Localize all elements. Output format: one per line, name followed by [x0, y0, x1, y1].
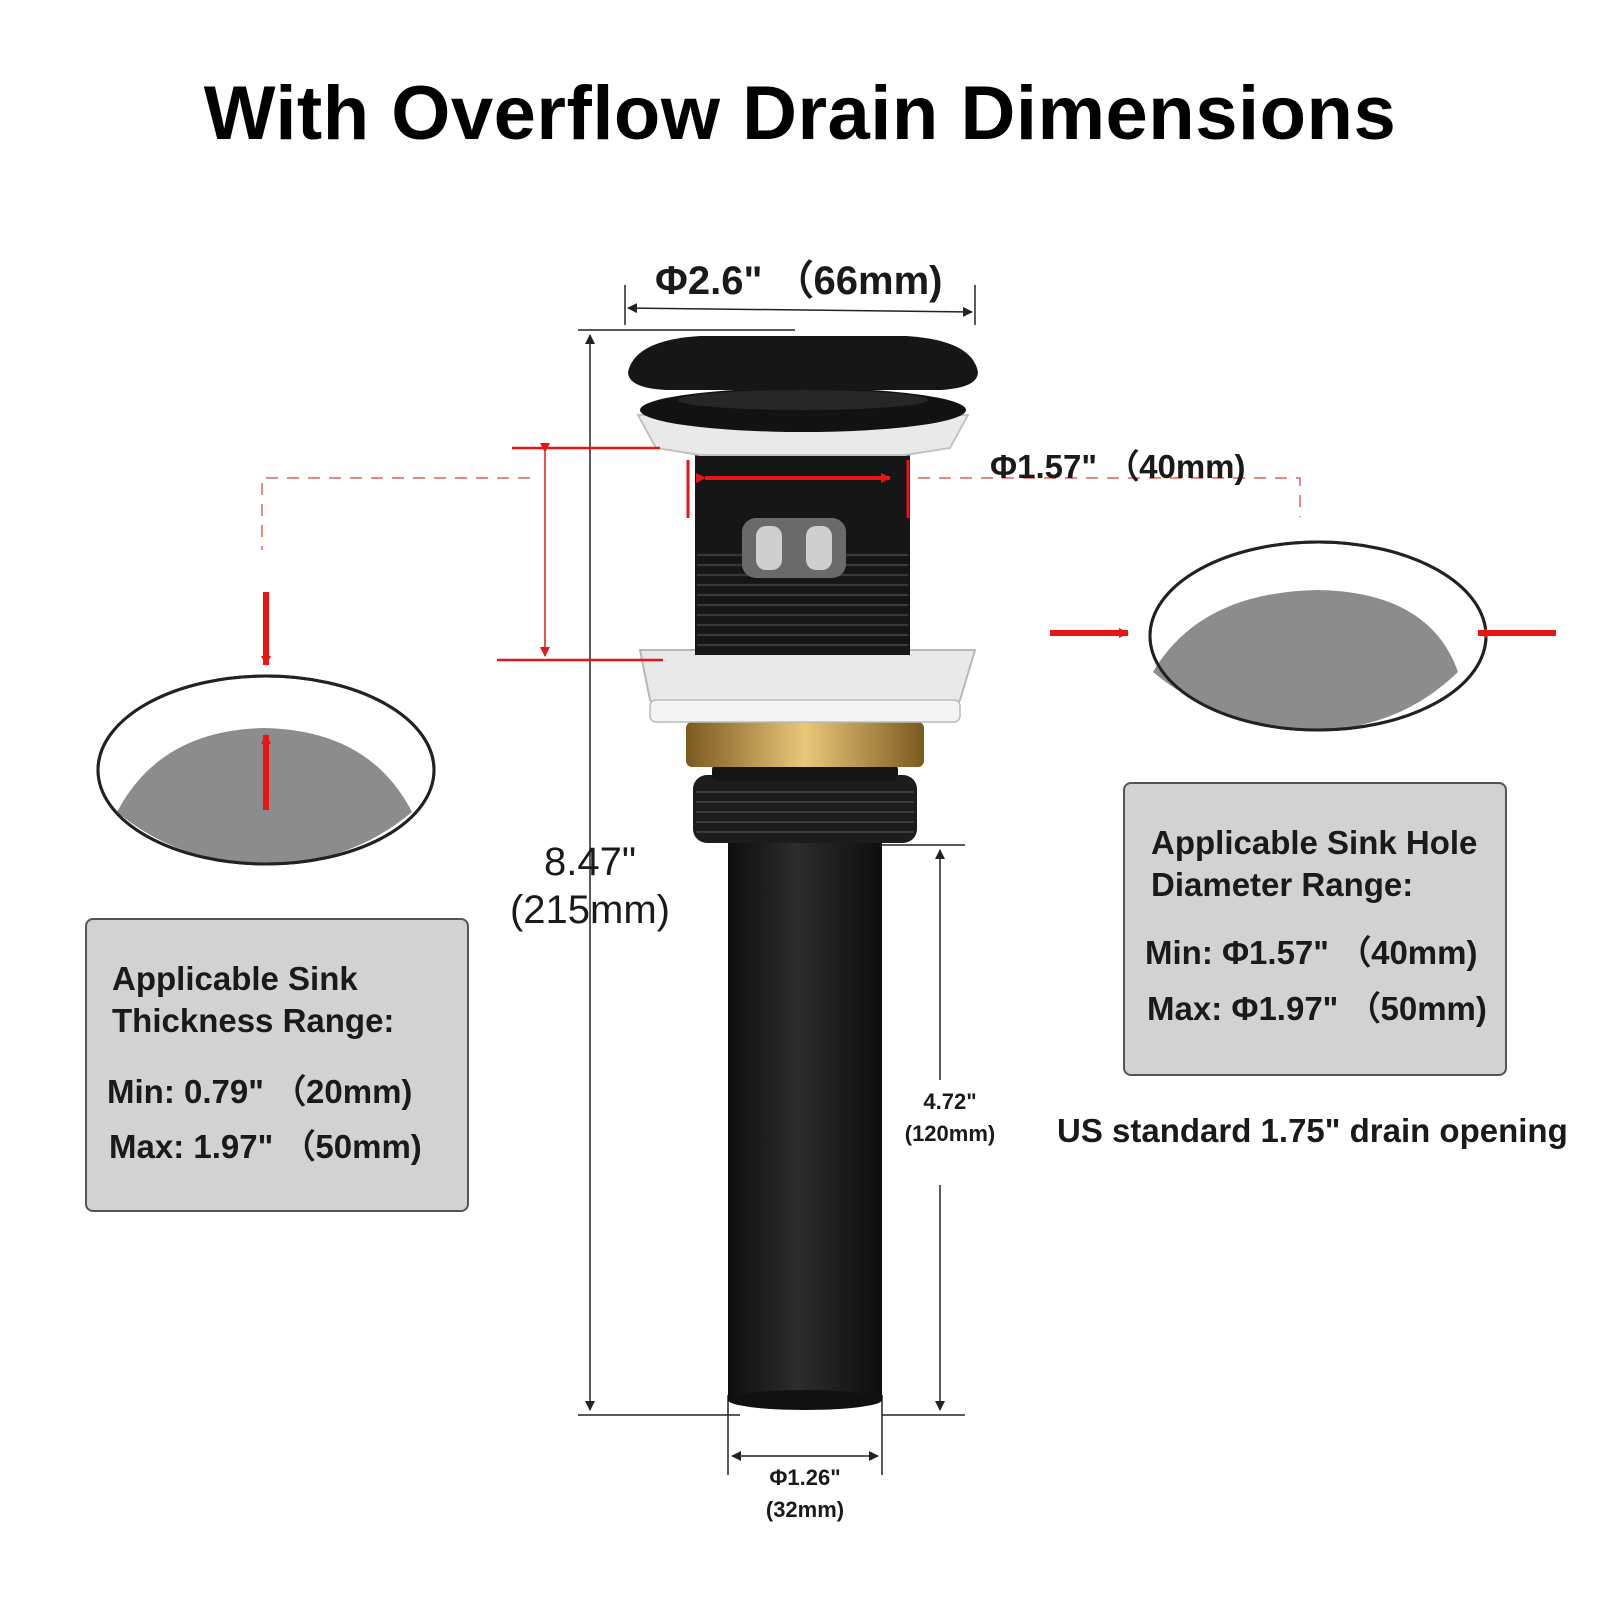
- drain-opening-note: US standard 1.75" drain opening: [1057, 1112, 1568, 1149]
- sink-thickness-illustration: [96, 592, 436, 866]
- hole-heading-line1: Applicable Sink Hole: [1151, 824, 1478, 861]
- hole-min: Min: Φ1.57" （40mm): [1145, 934, 1478, 971]
- thickness-min: Min: 0.79" （20mm): [107, 1073, 413, 1110]
- tail-length-inches: 4.72": [923, 1089, 977, 1114]
- thickness-heading-line1: Applicable Sink: [112, 960, 358, 997]
- sink-hole-illustration: [1050, 540, 1556, 732]
- cap-diameter-dimension: [624, 285, 976, 325]
- right-callout-dashed: [918, 477, 1301, 517]
- body-diameter-label: Φ1.57" （40mm): [990, 448, 1246, 485]
- total-height-mm: (215mm): [509, 888, 671, 932]
- thickness-range-dimension: [497, 443, 663, 662]
- hole-heading-line2: Diameter Range:: [1151, 866, 1414, 903]
- tail-diameter-inches: Φ1.26": [769, 1465, 841, 1490]
- cap-diameter-label: Φ2.6" （66mm): [655, 259, 943, 303]
- left-callout-dashed: [261, 477, 530, 550]
- tail-diameter-label: Φ1.26" (32mm): [750, 1462, 860, 1526]
- tail-diameter-mm: (32mm): [765, 1497, 845, 1522]
- tail-diameter-dimension: [727, 1395, 883, 1475]
- body-diameter-dimension: [686, 460, 910, 518]
- hole-max: Max: Φ1.97" （50mm): [1147, 990, 1487, 1027]
- tail-length-label: 4.72" (120mm): [895, 1086, 1005, 1150]
- tail-length-dimension: [882, 844, 965, 1416]
- thickness-max: Max: 1.97" （50mm): [109, 1128, 422, 1165]
- total-height-dimension: [578, 329, 795, 1416]
- sink-thickness-box: Applicable Sink Thickness Range: Min: 0.…: [85, 918, 469, 1212]
- tail-length-mm: (120mm): [904, 1121, 996, 1146]
- sink-hole-box: Applicable Sink Hole Diameter Range: Min…: [1123, 782, 1507, 1076]
- pop-up-drain: [628, 336, 978, 1410]
- page-title: With Overflow Drain Dimensions: [203, 71, 1397, 156]
- total-height-label: 8.47" (215mm): [500, 838, 680, 934]
- total-height-inches: 8.47": [543, 840, 637, 884]
- thickness-heading-line2: Thickness Range:: [112, 1002, 395, 1039]
